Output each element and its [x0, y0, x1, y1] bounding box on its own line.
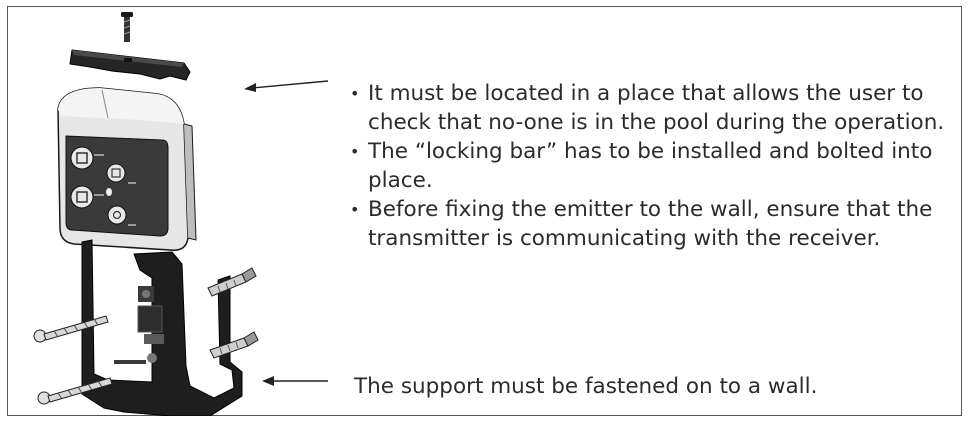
wall-plug-upper-icon	[207, 267, 257, 297]
support-note: The support must be fastened on to a wal…	[354, 374, 818, 399]
top-screw-icon	[121, 12, 133, 42]
installation-illustration	[33, 12, 259, 416]
wall-plug-lower-icon	[209, 331, 259, 359]
wood-screw-upper-icon	[33, 315, 109, 343]
wood-screw-lower-icon	[37, 377, 113, 405]
instruction-list: It must be located in a place that allow…	[350, 79, 950, 253]
instruction-bullet-location: It must be located in a place that allow…	[350, 79, 950, 137]
instruction-bullet-communication: Before fixing the emitter to the wall, e…	[350, 195, 950, 253]
arrow-to-support-icon	[262, 376, 328, 386]
diagram-frame	[7, 6, 962, 416]
wall-support-icon	[81, 239, 243, 416]
instruction-bullet-locking-bar: The “locking bar” has to be installed an…	[350, 137, 950, 195]
locking-bar-icon	[69, 49, 191, 81]
arrow-to-emitter-icon	[244, 80, 328, 92]
emitter-housing-icon	[57, 87, 197, 251]
